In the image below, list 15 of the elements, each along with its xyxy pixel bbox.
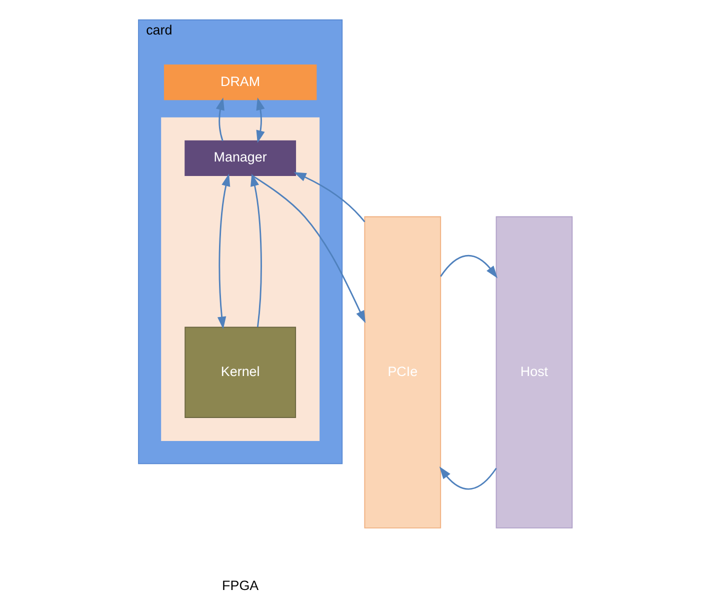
node-box: PCIe bbox=[364, 216, 441, 528]
cluster bbox=[160, 117, 320, 442]
node-box: Manager bbox=[184, 140, 296, 176]
node-box: Host bbox=[495, 216, 572, 528]
arrow bbox=[250, 174, 262, 328]
node-box: Kernel bbox=[184, 326, 296, 418]
arrow bbox=[438, 466, 496, 490]
arrow bbox=[216, 174, 230, 330]
arrow bbox=[440, 254, 498, 278]
arrow bbox=[215, 98, 224, 142]
arrow bbox=[256, 98, 264, 143]
arrow bbox=[251, 174, 366, 324]
node-box: DRAM bbox=[163, 64, 316, 100]
label: FPGA bbox=[222, 578, 258, 594]
arrow bbox=[293, 172, 365, 222]
